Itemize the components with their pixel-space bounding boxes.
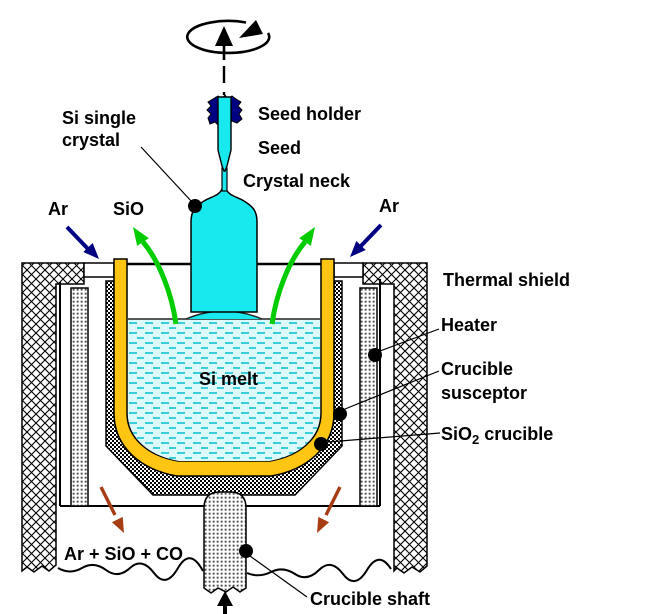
label-crucible-susceptor-1: Crucible — [441, 359, 513, 379]
leader-crucible-susceptor — [344, 370, 440, 410]
rotation-ellipse-arc — [185, 19, 271, 55]
ar-arrowhead-right-icon — [350, 241, 366, 257]
torn-edge-right — [246, 558, 392, 582]
exhaust-arrow-right — [324, 486, 342, 516]
ar-arrow-right — [357, 223, 383, 250]
dot-sio2-crucible — [314, 437, 328, 451]
gas-arrows — [65, 223, 383, 614]
sio-arrow-right — [269, 240, 307, 325]
label-crucible-susceptor-2: susceptor — [441, 383, 527, 403]
si-single-crystal — [190, 188, 258, 313]
label-si-single-crystal-1: Si single — [62, 108, 136, 128]
thermal-shield-right — [362, 262, 428, 574]
shaft-up-arrowhead-icon — [217, 591, 233, 606]
label-sio2-rest: crucible — [484, 424, 553, 444]
rotation-symbol — [185, 19, 271, 95]
label-crucible-shaft: Crucible shaft — [310, 589, 430, 609]
si-melt — [128, 319, 320, 461]
label-thermal-shield: Thermal shield — [443, 270, 570, 290]
sio2-crucible — [113, 258, 335, 477]
ar-inlet-gap-right — [333, 262, 364, 278]
sio-arrowhead-right-icon — [299, 227, 315, 246]
rotation-arrowhead-icon — [239, 20, 263, 38]
dot-crucible-susceptor — [333, 407, 347, 421]
crucible-shaft — [203, 491, 247, 594]
exhaust-arrow-left — [99, 486, 117, 516]
leader-heater — [379, 328, 440, 352]
label-sio: SiO — [113, 199, 144, 219]
label-sio2-crucible: SiO2 crucible — [441, 424, 553, 447]
labels: Si single crystal Seed holder Seed Cryst… — [48, 104, 570, 609]
seed — [217, 96, 232, 172]
crystal-assembly — [185, 94, 263, 320]
sio-arrowhead-left-icon — [133, 227, 149, 246]
label-crystal-neck: Crystal neck — [243, 171, 351, 191]
label-si-single-crystal-2: crystal — [62, 130, 120, 150]
label-si-melt: Si melt — [199, 369, 258, 389]
ar-arrowhead-left-icon — [83, 243, 99, 259]
label-ar-right: Ar — [379, 196, 399, 216]
label-ar-left: Ar — [48, 199, 68, 219]
torn-edge-left — [57, 557, 204, 581]
dot-crucible-shaft — [239, 544, 253, 558]
heater-bar-right — [359, 287, 378, 507]
dot-heater — [368, 348, 382, 362]
ar-arrow-left — [65, 225, 91, 252]
callouts — [140, 146, 441, 598]
leader-si-single-crystal — [140, 146, 193, 203]
pull-arrow-head-icon — [215, 26, 233, 46]
label-sio2-sub: 2 — [472, 432, 479, 447]
ar-inlet-gap-left — [83, 262, 115, 278]
sio-arrow-left — [141, 240, 179, 325]
furnace — [21, 258, 428, 594]
dot-si-single-crystal — [188, 199, 202, 213]
leader-sio2-crucible — [327, 432, 441, 443]
heater-bar-left — [70, 287, 89, 507]
leader-crucible-shaft — [249, 555, 308, 598]
label-heater: Heater — [441, 315, 497, 335]
label-sio2-base: SiO — [441, 424, 472, 444]
exhaust-arrowhead-left-icon — [111, 516, 124, 533]
label-seed-holder: Seed holder — [258, 104, 361, 124]
label-exhaust-gas: Ar + SiO + CO — [64, 544, 183, 564]
exhaust-arrowhead-right-icon — [317, 516, 330, 533]
label-seed: Seed — [258, 138, 301, 158]
